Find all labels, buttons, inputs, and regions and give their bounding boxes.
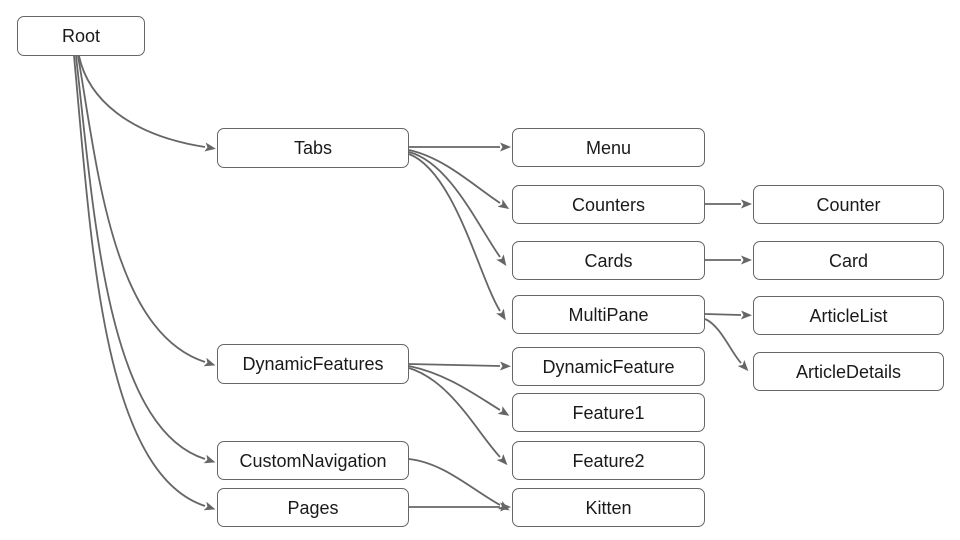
edge-multipane-articledetails bbox=[704, 318, 749, 372]
edge-tabs-multipane bbox=[408, 153, 506, 321]
node-cards: Cards bbox=[512, 241, 705, 280]
node-root: Root bbox=[17, 16, 145, 56]
node-counter: Counter bbox=[753, 185, 944, 224]
node-card: Card bbox=[753, 241, 944, 280]
edge-tabs-counters bbox=[408, 149, 510, 210]
node-customnavigation: CustomNavigation bbox=[217, 441, 409, 480]
edge-customnavigation-kitten bbox=[408, 458, 510, 511]
edge-root-pages bbox=[73, 55, 216, 511]
node-counters: Counters bbox=[512, 185, 705, 224]
edge-root-tabs bbox=[78, 55, 216, 152]
edge-tabs-cards bbox=[408, 151, 507, 266]
edge-root-customnavigation bbox=[75, 55, 216, 464]
node-dynamicfeatures: DynamicFeatures bbox=[217, 344, 409, 384]
node-feature1: Feature1 bbox=[512, 393, 705, 432]
edge-dynamicfeatures-feature1 bbox=[408, 365, 510, 416]
node-feature2: Feature2 bbox=[512, 441, 705, 480]
node-kitten: Kitten bbox=[512, 488, 705, 527]
node-dynamicfeature: DynamicFeature bbox=[512, 347, 705, 386]
edge-multipane-articlelist bbox=[704, 310, 752, 320]
node-articledetails: ArticleDetails bbox=[753, 352, 944, 391]
node-articlelist: ArticleList bbox=[753, 296, 944, 335]
edge-root-dynamicfeatures bbox=[77, 55, 216, 367]
node-pages: Pages bbox=[217, 488, 409, 527]
node-tabs: Tabs bbox=[217, 128, 409, 168]
node-menu: Menu bbox=[512, 128, 705, 167]
node-multipane: MultiPane bbox=[512, 295, 705, 334]
edge-dynamicfeatures-feature2 bbox=[408, 367, 508, 466]
edge-dynamicfeatures-dynamicfeature bbox=[408, 361, 511, 371]
